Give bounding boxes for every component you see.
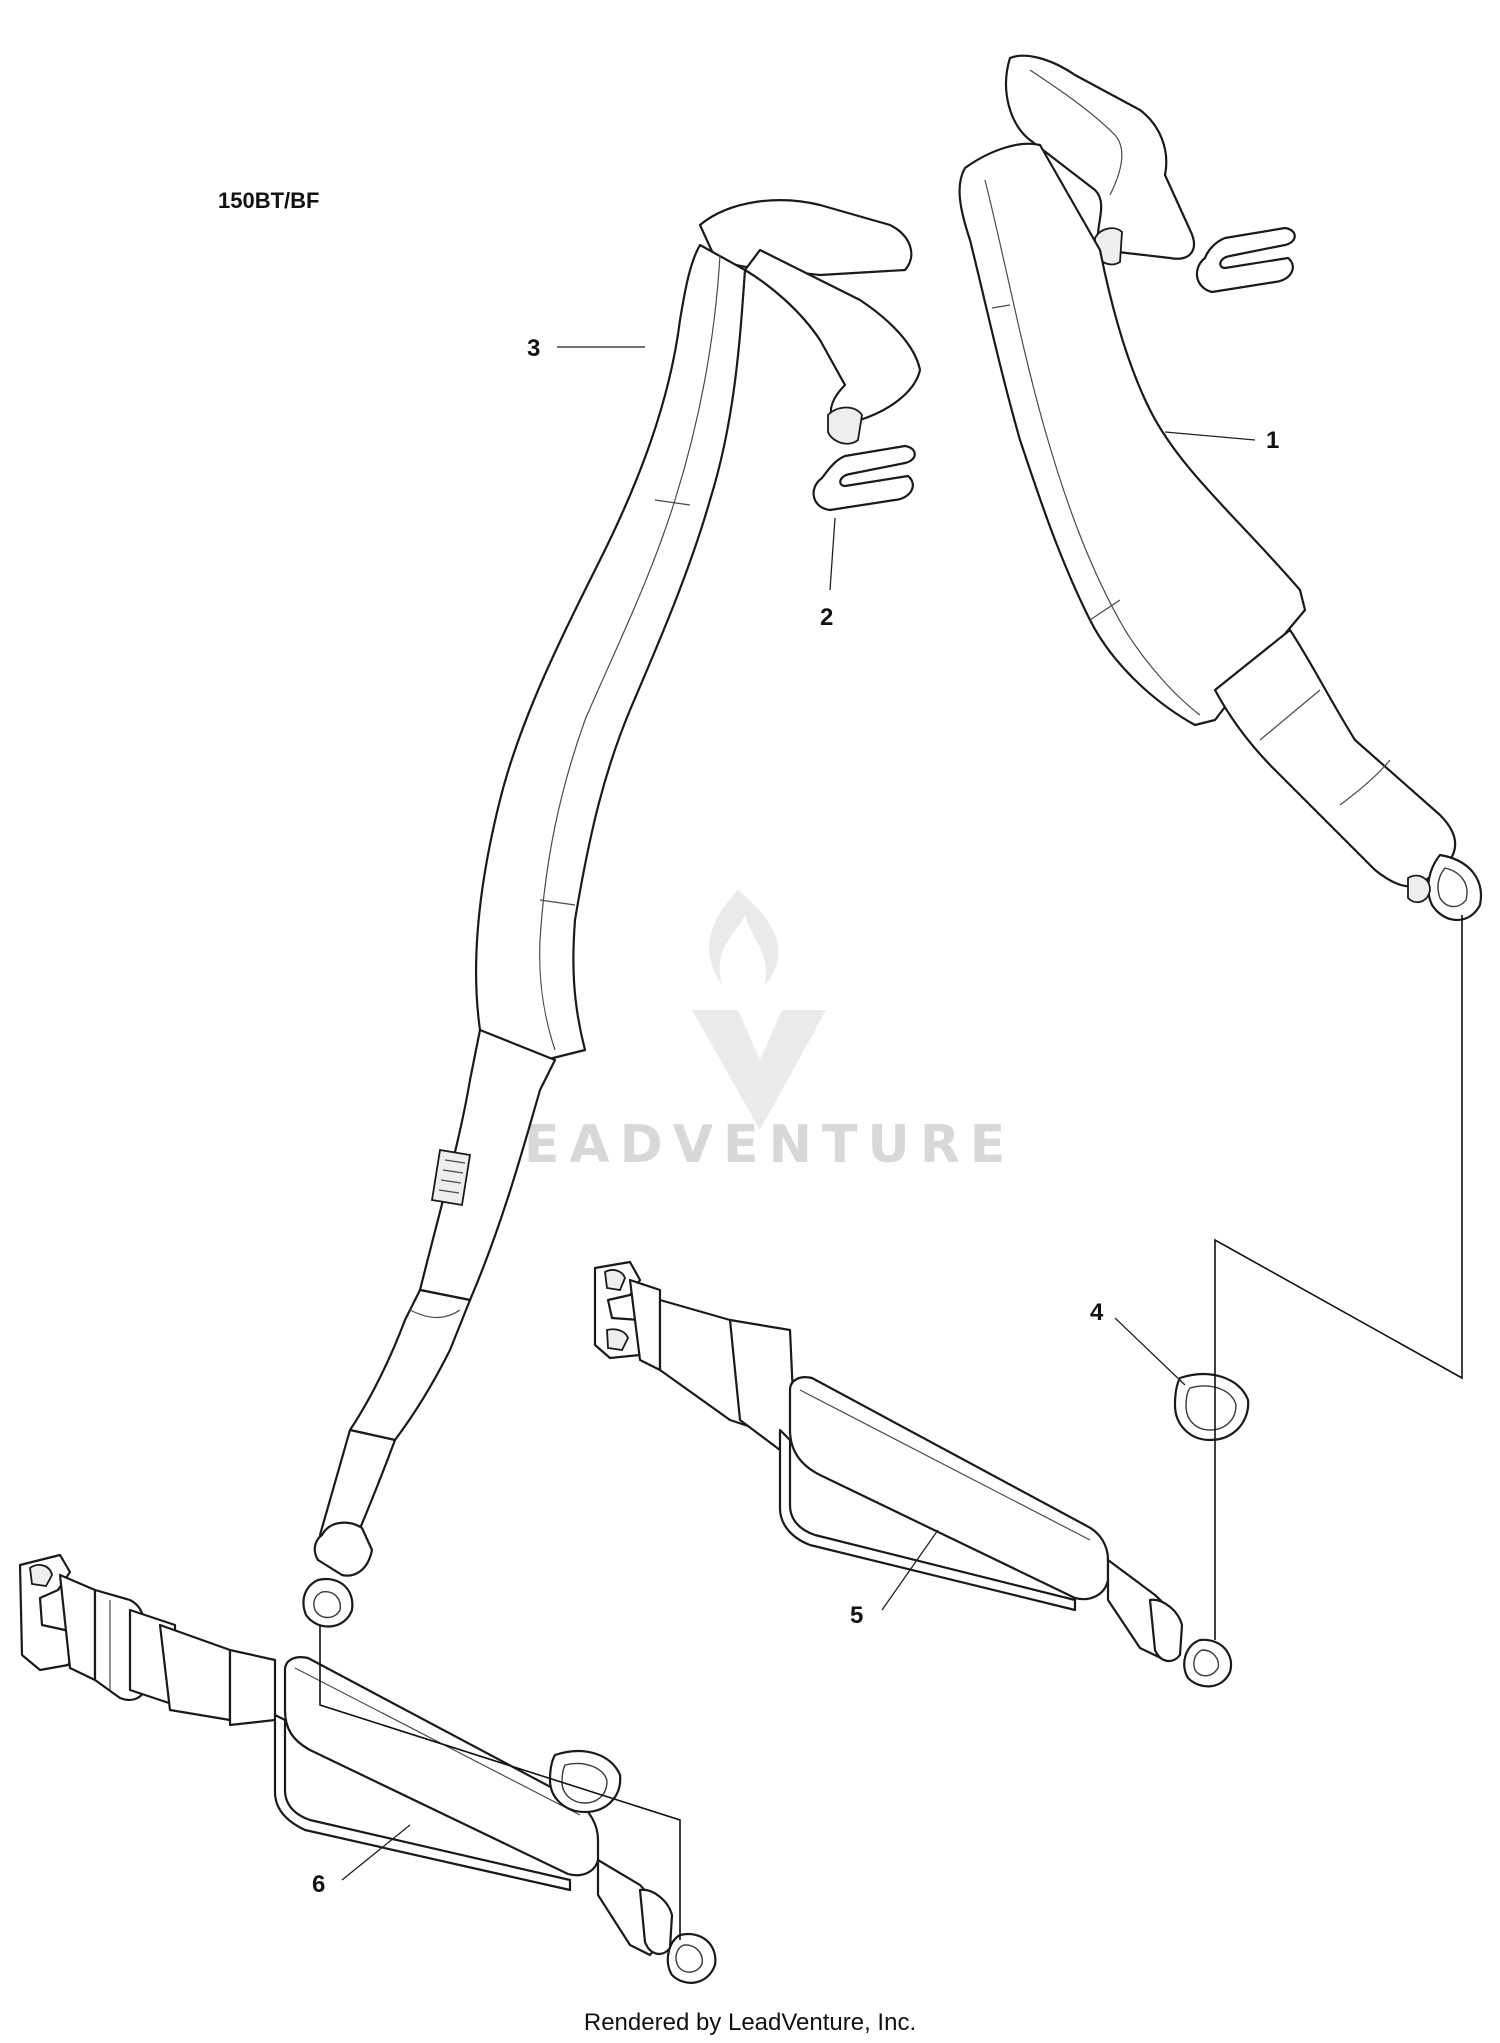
part-2-clip bbox=[812, 444, 916, 512]
callout-5: 5 bbox=[850, 1602, 863, 1629]
leader-4 bbox=[1114, 1317, 1186, 1386]
callout-1: 1 bbox=[1266, 427, 1279, 454]
part-4-d-ring bbox=[1173, 1373, 1250, 1442]
part-1-right-shoulder-strap bbox=[958, 54, 1483, 921]
callout-3: 3 bbox=[527, 335, 540, 362]
leader-5 bbox=[881, 1529, 939, 1611]
assembly-lines bbox=[319, 915, 1463, 1940]
watermark: LEADVENTURE bbox=[481, 890, 1016, 1175]
callout-2: 2 bbox=[820, 604, 833, 631]
assembly-line-part1-to-ring bbox=[1214, 915, 1463, 1640]
part-3-left-shoulder-strap bbox=[302, 199, 922, 1628]
leader-6 bbox=[341, 1824, 411, 1881]
flame-v-logo-icon bbox=[692, 890, 826, 1130]
callout-6: 6 bbox=[312, 1871, 325, 1898]
leader-1 bbox=[1164, 431, 1256, 441]
part-5-chest-strap bbox=[593, 1260, 1233, 1688]
part-1-upper-clip bbox=[1195, 226, 1296, 294]
leader-lines bbox=[341, 346, 1256, 1881]
leader-2 bbox=[829, 517, 836, 591]
callout-4: 4 bbox=[1090, 1299, 1104, 1326]
assembly-line-part3-to-belt bbox=[319, 1625, 681, 1940]
footer-credit: Rendered by LeadVenture, Inc. bbox=[584, 2009, 916, 2036]
part-6-waist-belt bbox=[18, 1553, 717, 1984]
model-label: 150BT/BF bbox=[218, 188, 319, 213]
watermark-text: LEADVENTURE bbox=[481, 1115, 1016, 1175]
callout-numbers: 1 2 3 4 5 6 bbox=[312, 335, 1279, 1898]
